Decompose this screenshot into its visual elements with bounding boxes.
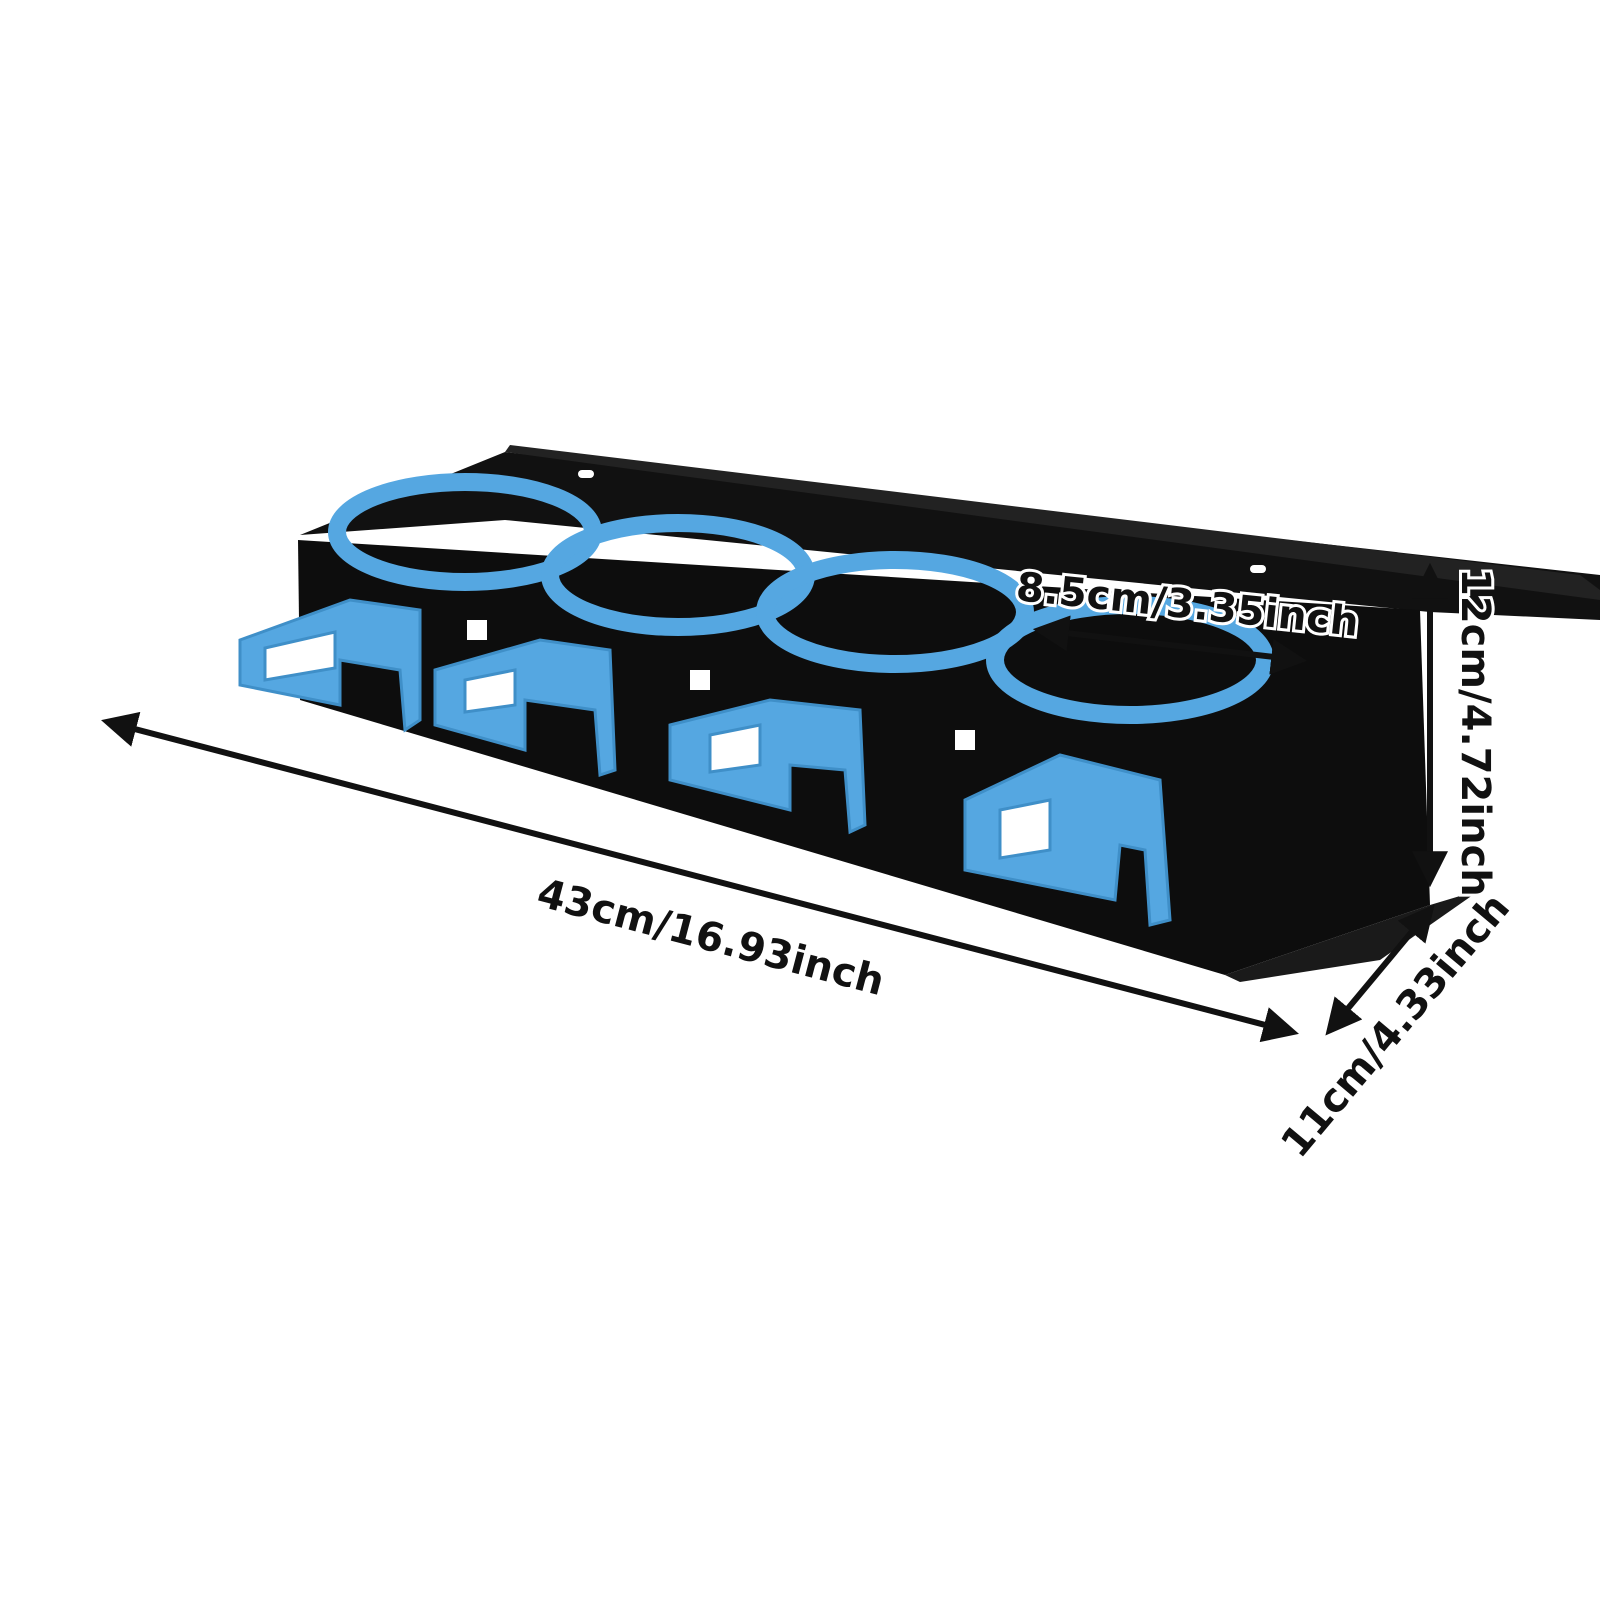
- tool-holder: [238, 598, 422, 733]
- square-slot: [690, 670, 710, 690]
- square-slot: [955, 730, 975, 750]
- square-slot: [467, 620, 487, 640]
- ring: [756, 551, 1034, 673]
- ring-diameter-arrow: [1032, 615, 1308, 675]
- mounting-hole: [578, 470, 594, 478]
- mounting-hole: [1250, 565, 1266, 573]
- depth-arrow: [1325, 904, 1435, 1036]
- length-label: 43cm/16.93inch: [532, 870, 889, 1005]
- dimension-arrows: [101, 562, 1448, 1043]
- rack-back-lip: [505, 445, 1600, 600]
- length-arrow: [101, 711, 1299, 1043]
- battery-rings: [328, 473, 1274, 724]
- rack-top-shelf: [300, 452, 1600, 620]
- height-label: 12cm/4.72inch: [1452, 568, 1498, 897]
